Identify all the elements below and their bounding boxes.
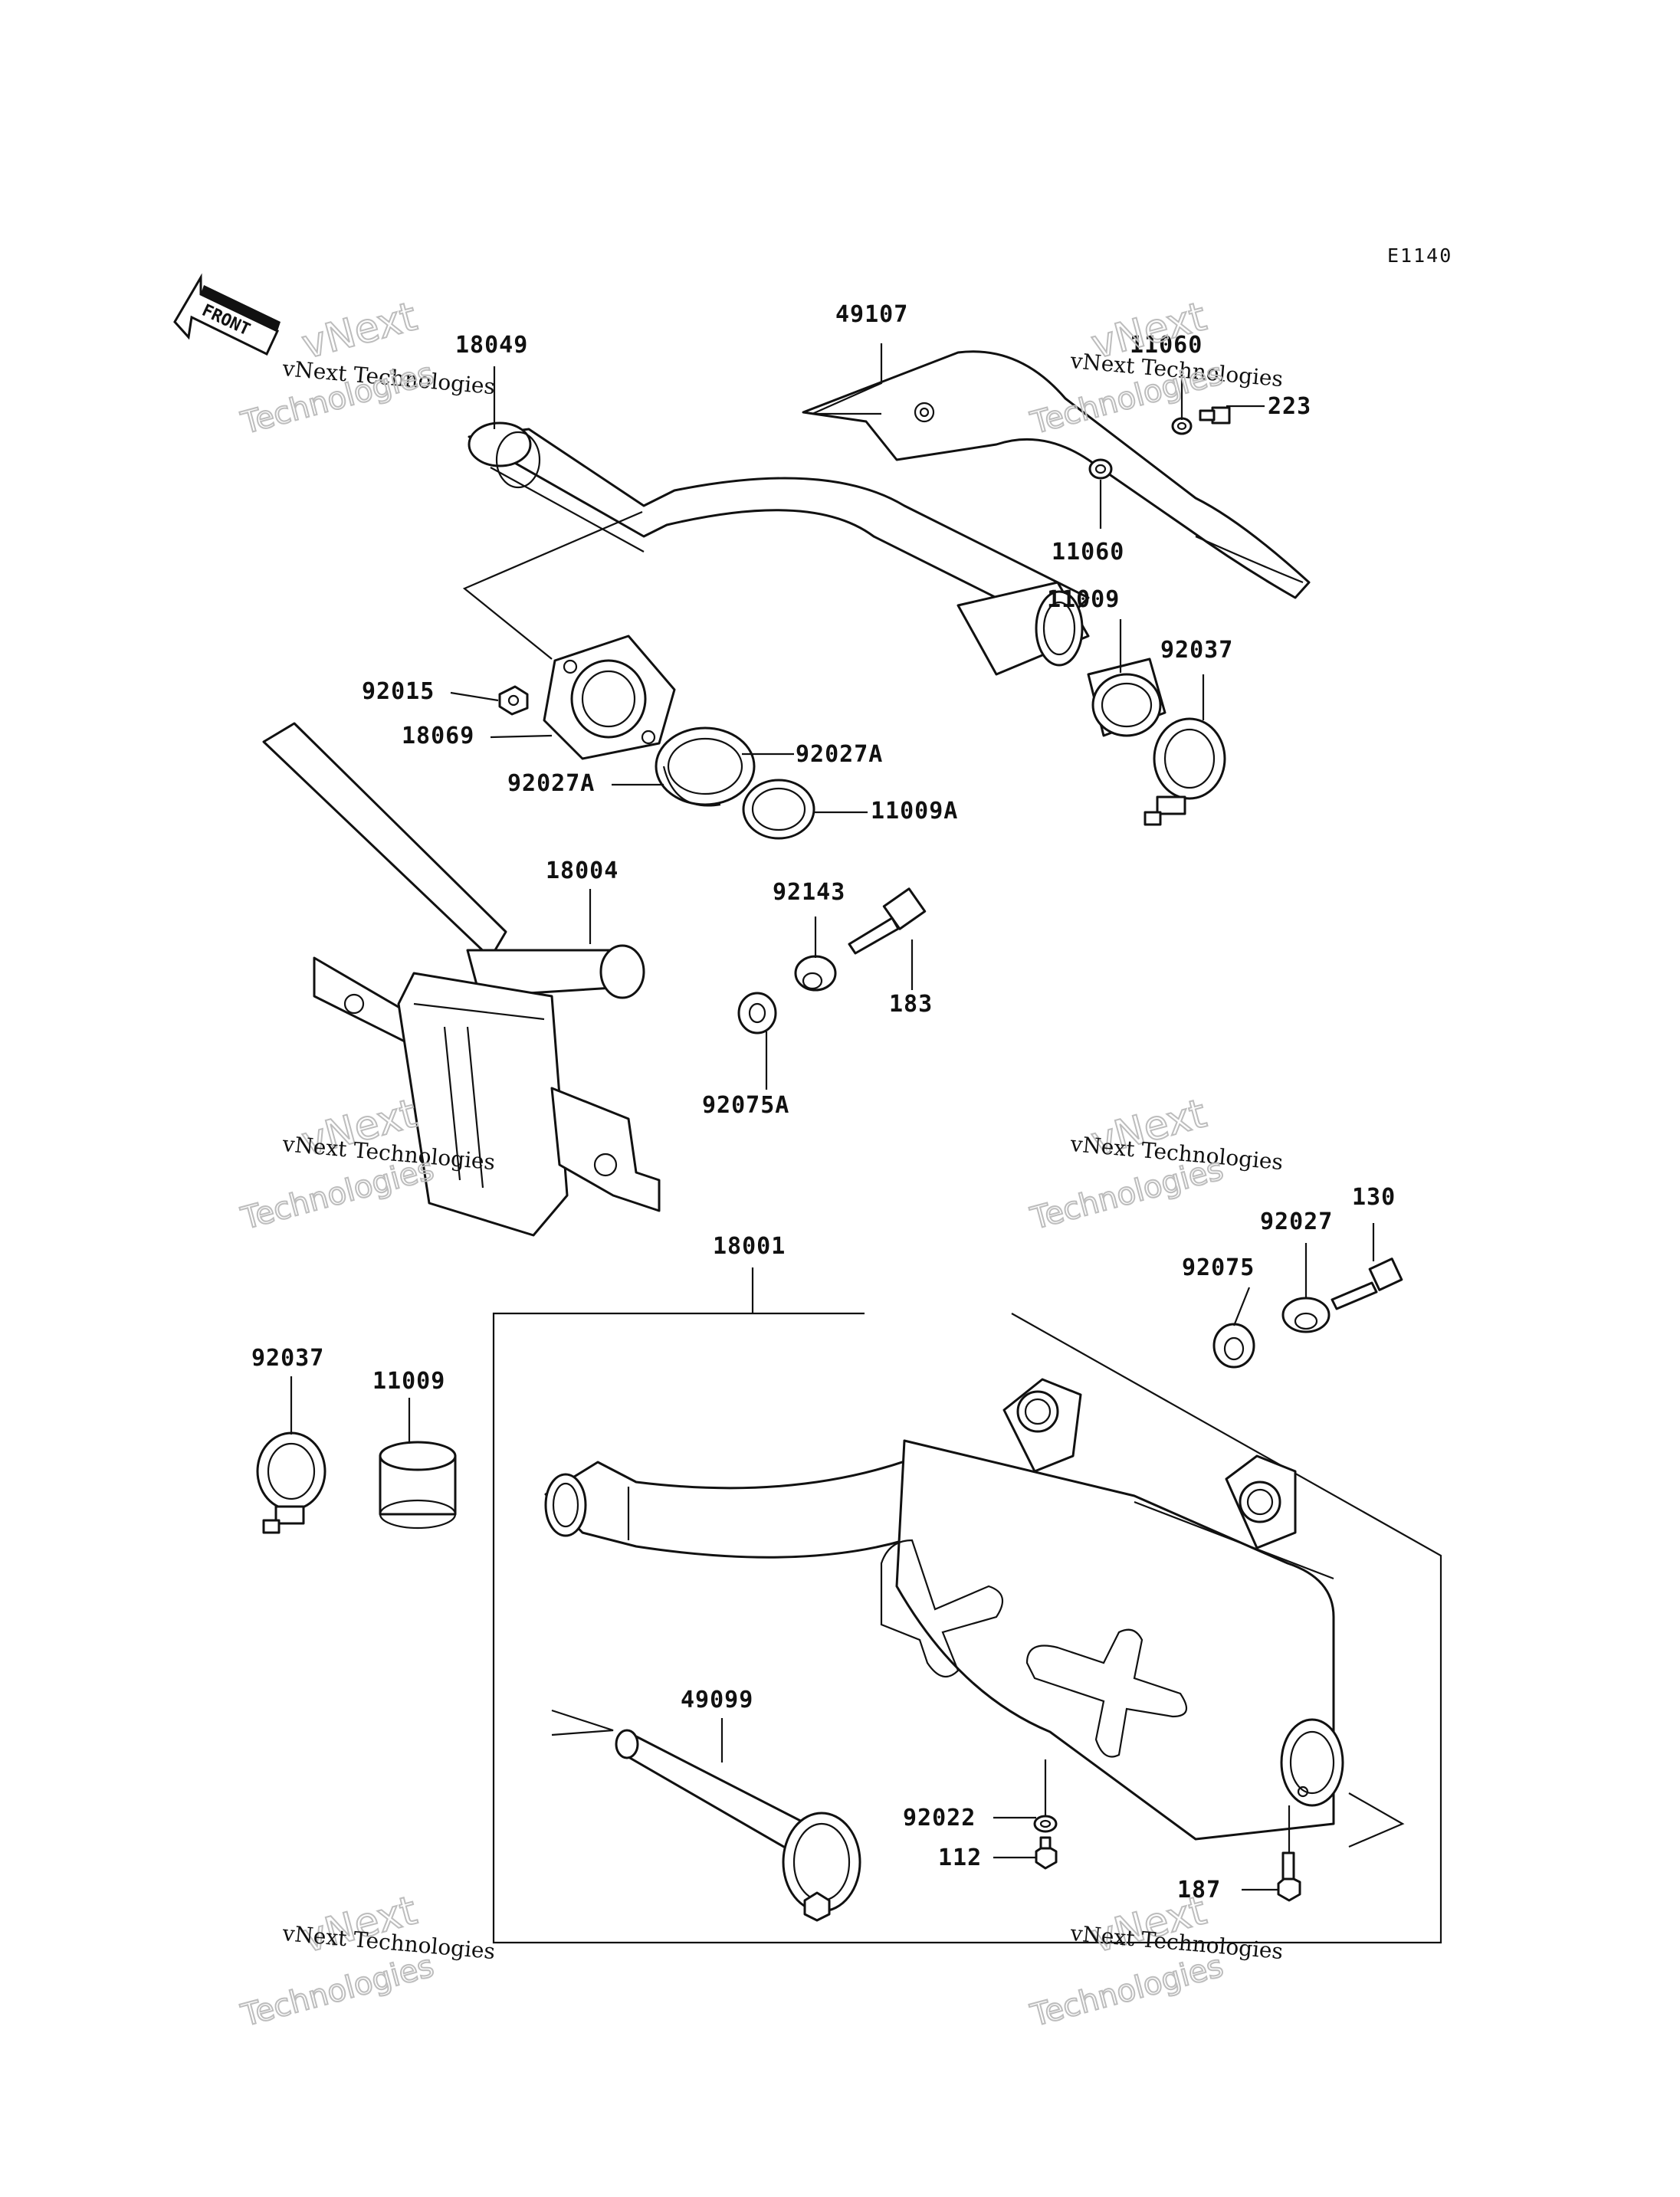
svg-text:vNext: vNext <box>297 293 422 368</box>
watermark-bottom-left: vNext vNext Technologies Technologies <box>237 1887 497 2035</box>
svg-text:Technologies: Technologies <box>238 1949 438 2034</box>
label-92027: 92027 <box>1260 1208 1333 1235</box>
sleeve-11009-upper <box>1087 657 1166 737</box>
rear-silencer <box>544 1378 1344 1841</box>
front-muffler <box>262 722 661 1237</box>
label-49107: 49107 <box>835 301 908 328</box>
sleeve-11009-lower <box>379 1441 457 1530</box>
guide-line <box>462 510 643 660</box>
bolt-130 <box>1331 1258 1403 1310</box>
watermark-top-right: vNext vNext Technologies Technologies <box>1026 293 1285 442</box>
label-92075: 92075 <box>1182 1254 1255 1281</box>
label-18004: 18004 <box>546 857 619 884</box>
front-arrow-icon: FRONT <box>173 273 281 356</box>
head-pipe <box>468 421 1090 676</box>
label-18069: 18069 <box>402 723 474 749</box>
washer-92022 <box>1033 1815 1058 1833</box>
gasket-11009A <box>742 779 815 840</box>
svg-text:Technologies: Technologies <box>1027 1152 1227 1237</box>
exhaust-flange <box>543 635 676 760</box>
label-18049: 18049 <box>455 332 528 359</box>
label-183: 183 <box>889 991 933 1018</box>
label-18001: 18001 <box>713 1233 786 1260</box>
label-92037-upper: 92037 <box>1160 637 1233 664</box>
grommet-92075A <box>737 992 777 1035</box>
label-92015: 92015 <box>362 678 435 705</box>
leader-lines <box>290 343 1375 1891</box>
label-92075A: 92075A <box>702 1092 789 1119</box>
label-11009-upper: 11009 <box>1047 586 1120 613</box>
grommet-92075 <box>1212 1323 1255 1369</box>
label-92027A-left: 92027A <box>507 770 595 797</box>
watermark-top-left: vNext vNext Technologies Technologies <box>237 293 497 442</box>
collar-92027 <box>1281 1297 1331 1333</box>
label-11009A: 11009A <box>871 798 958 825</box>
washer-11060-lower <box>1088 458 1113 480</box>
nut-92015 <box>498 685 529 716</box>
part-labels: 18049 49107 11060 223 11060 11009 92037 … <box>251 301 1396 1904</box>
label-11009-lower: 11009 <box>372 1368 445 1395</box>
assembly-frame <box>492 1312 1442 1944</box>
label-92027A-right: 92027A <box>796 741 883 768</box>
svg-text:Technologies: Technologies <box>238 1152 438 1237</box>
label-11060-upper: 11060 <box>1130 332 1203 359</box>
label-187: 187 <box>1177 1877 1221 1904</box>
label-49099: 49099 <box>681 1687 753 1713</box>
bolt-187 <box>1277 1851 1301 1902</box>
clamp-92037-upper <box>1144 717 1226 826</box>
spark-arrestor-49099 <box>615 1729 861 1922</box>
clamp-92037-lower <box>256 1431 326 1534</box>
collar-92143 <box>794 955 837 992</box>
heat-guard <box>802 350 1311 599</box>
axis-arrow-left <box>551 1709 614 1736</box>
bolt-183 <box>848 887 927 955</box>
label-92143: 92143 <box>773 879 845 906</box>
label-92022: 92022 <box>903 1805 976 1831</box>
label-223: 223 <box>1268 393 1311 420</box>
svg-text:Technologies: Technologies <box>1027 1949 1227 2034</box>
diagram-code: E1140 <box>1387 244 1452 267</box>
axis-arrow-right <box>1348 1792 1405 1848</box>
bolt-223 <box>1199 406 1231 425</box>
watermark-mid-right: vNext vNext Technologies Technologies <box>1026 1090 1285 1238</box>
watermark-bottom-right: vNext vNext Technologies Technologies <box>1026 1887 1285 2035</box>
label-11060-lower: 11060 <box>1052 539 1124 566</box>
bolt-112 <box>1035 1836 1058 1870</box>
label-92037-lower: 92037 <box>251 1345 324 1372</box>
label-130: 130 <box>1352 1184 1396 1211</box>
washer-11060-upper <box>1171 417 1193 435</box>
split-collar-92027A <box>655 726 756 807</box>
label-112: 112 <box>938 1844 982 1871</box>
